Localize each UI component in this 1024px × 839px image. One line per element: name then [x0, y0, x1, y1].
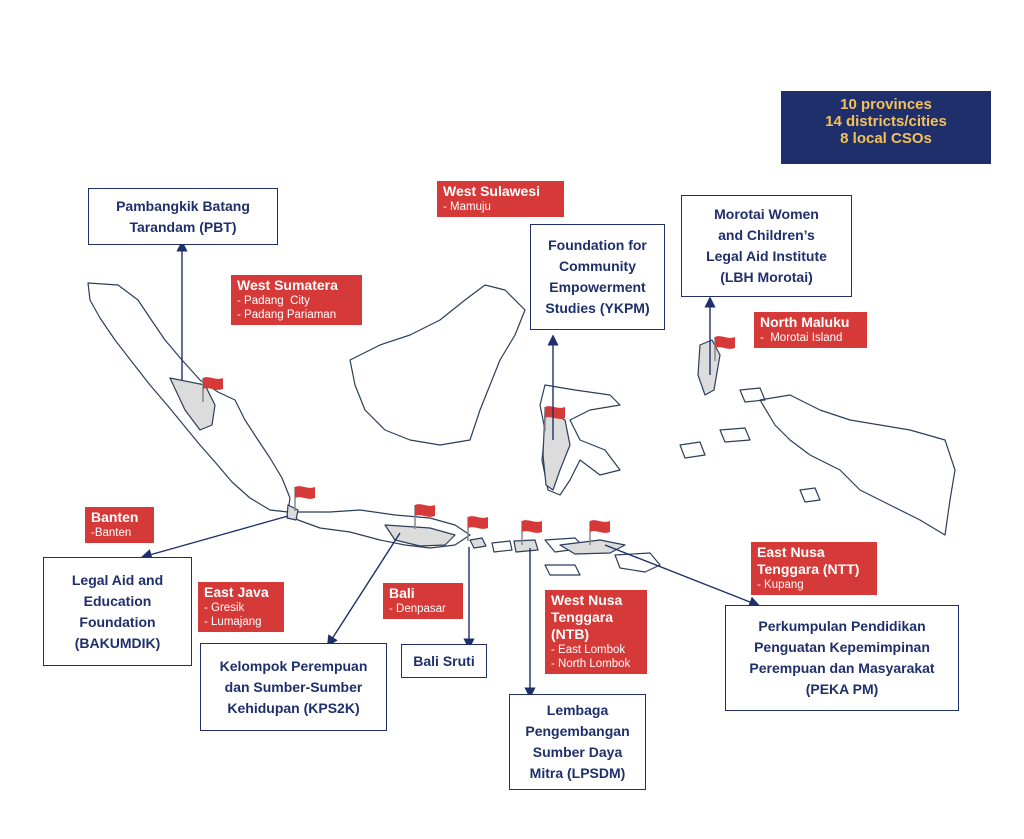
- borneo-island: [349, 284, 526, 446]
- province-label-west-sulawesi: West Sulawesi - Mamuju: [437, 181, 564, 217]
- org-line: Community: [558, 258, 636, 274]
- landmass: [87, 282, 956, 576]
- org-line: Pengembangan: [525, 723, 630, 739]
- province-name: Tenggara (NTT): [757, 561, 860, 577]
- connector-lines: [140, 240, 761, 699]
- org-line: Legal Aid and: [71, 571, 164, 588]
- org-line: Foundation: [79, 613, 156, 630]
- csos-count: 8 local CSOs: [840, 130, 932, 147]
- org-line: Perkumpulan Pendidikan: [758, 618, 926, 634]
- district-name: -Banten: [91, 527, 132, 539]
- org-line: dan Sumber-Sumber: [224, 678, 363, 695]
- province-name: West Sulawesi: [443, 183, 541, 199]
- org-line: Kelompok Perempuan: [219, 657, 368, 674]
- papua-island: [759, 394, 956, 536]
- red-flag-icon: [467, 515, 489, 542]
- org-line: Pambangkik Batang: [116, 197, 250, 214]
- org-line: Mitra (LPSDM): [529, 765, 626, 781]
- org-line: Kehidupan (KPS2K): [227, 699, 360, 716]
- district-name: - Morotai Island: [760, 332, 843, 344]
- district-name: - Denpasar: [389, 603, 446, 615]
- province-label-north-maluku: North Maluku - Morotai Island: [754, 312, 867, 348]
- org-line: Tarandam (PBT): [129, 218, 237, 235]
- org-line: Legal Aid Institute: [706, 248, 827, 264]
- province-name: Tenggara: [551, 609, 613, 625]
- province-name: East Java: [204, 584, 269, 600]
- province-label-banten: Banten -Banten: [85, 507, 154, 543]
- red-flag-icon: [294, 485, 316, 512]
- district-name: - Kupang: [757, 579, 804, 591]
- org-line: Bali Sruti: [413, 652, 475, 669]
- province-label-ntt: East Nusa Tenggara (NTT) - Kupang: [751, 542, 877, 595]
- province-label-east-java: East Java - Gresik - Lumajang: [198, 582, 284, 632]
- org-line: and Children’s: [718, 227, 815, 243]
- org-box-kps2k: Kelompok Perempuan dan Sumber-Sumber Keh…: [200, 643, 387, 731]
- province-label-west-sumatera: West Sumatera - Padang City - Padang Par…: [231, 275, 362, 325]
- org-line: (PEKA PM): [805, 681, 879, 697]
- district-name: - Mamuju: [443, 201, 491, 213]
- org-line: (LBH Morotai): [720, 269, 813, 285]
- org-box-pbt: Pambangkik Batang Tarandam (PBT): [88, 188, 278, 245]
- org-box-peka-pm: Perkumpulan Pendidikan Penguatan Kepemim…: [725, 605, 959, 711]
- org-box-bakumdik: Legal Aid and Education Foundation (BAKU…: [43, 557, 192, 666]
- org-line: Education: [83, 592, 152, 609]
- org-line: (BAKUMDIK): [74, 634, 161, 651]
- provinces-count: 10 provinces: [840, 96, 932, 113]
- org-line: Foundation for: [548, 237, 647, 253]
- province-label-ntb: West Nusa Tenggara (NTB) - East Lombok -…: [545, 590, 647, 674]
- java-island: [289, 509, 471, 549]
- province-name: North Maluku: [760, 314, 850, 330]
- org-line: Sumber Daya: [532, 744, 623, 760]
- district-name: - Lumajang: [204, 616, 262, 628]
- district-name: - Padang Pariaman: [237, 309, 337, 321]
- district-name: - North Lombok: [551, 658, 631, 670]
- org-box-ykpm: Foundation for Community Empowerment Stu…: [530, 224, 665, 330]
- province-name: Bali: [389, 585, 415, 601]
- province-name: East Nusa: [757, 544, 825, 560]
- summary-box: 10 provinces 14 districts/cities 8 local…: [781, 91, 991, 164]
- province-name: (NTB): [551, 626, 590, 642]
- org-line: Lembaga: [546, 702, 609, 718]
- province-name: West Sumatera: [237, 277, 338, 293]
- org-line: Perempuan dan Masyarakat: [749, 660, 935, 676]
- org-line: Morotai Women: [714, 206, 819, 222]
- org-box-bali-sruti: Bali Sruti: [401, 644, 487, 678]
- district-name: - East Lombok: [551, 644, 626, 656]
- org-line: Penguatan Kepemimpinan: [754, 639, 930, 655]
- org-box-lbh-morotai: Morotai Women and Children’s Legal Aid I…: [681, 195, 852, 297]
- org-line: Studies (YKPM): [545, 300, 650, 316]
- province-name: West Nusa: [551, 592, 623, 608]
- province-label-bali: Bali - Denpasar: [383, 583, 463, 619]
- districts-count: 14 districts/cities: [825, 113, 947, 130]
- org-line: Empowerment: [549, 279, 646, 295]
- province-name: Banten: [91, 509, 139, 525]
- district-name: - Gresik: [204, 602, 245, 614]
- org-box-lpsdm: Lembaga Pengembangan Sumber Daya Mitra (…: [509, 694, 646, 790]
- district-name: - Padang City: [237, 295, 310, 307]
